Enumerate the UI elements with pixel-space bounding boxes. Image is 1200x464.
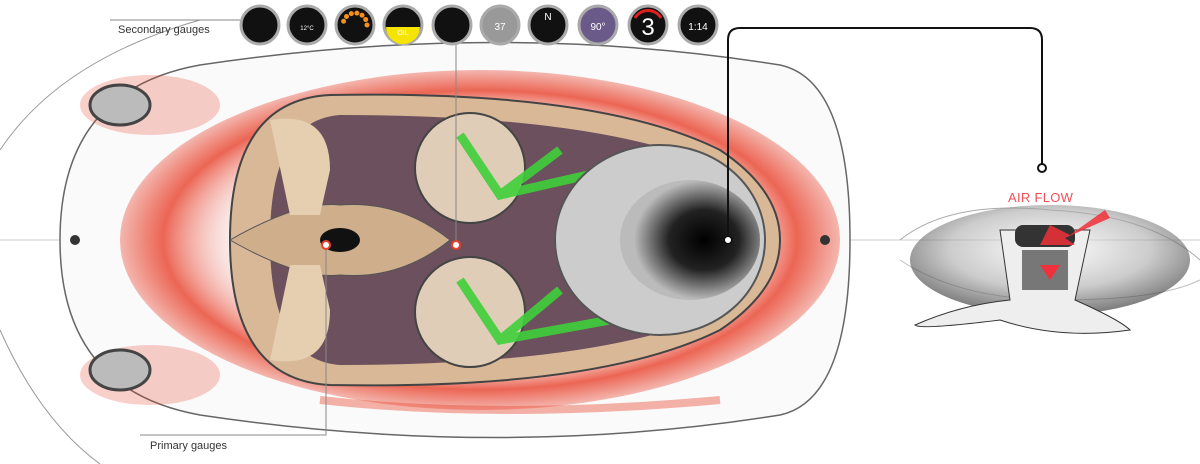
clock-icon: 1:14 [677, 4, 719, 46]
gauge-value: 3 [641, 14, 654, 41]
gauge-value: 37 [494, 22, 506, 33]
speedometer-icon: 37 [479, 4, 521, 46]
air-flow-label: AIR FLOW [1008, 190, 1074, 205]
compass-icon: N [527, 4, 569, 46]
climate-dial-icon: 90° [577, 4, 619, 46]
gauge-value: 1:14 [688, 22, 708, 33]
gauge-value: 12°C [300, 26, 314, 32]
primary-gauges-label: Primary gauges [150, 440, 228, 452]
gauge-value: 90° [590, 22, 605, 33]
air-vent-detail [899, 205, 1200, 334]
gauge-value: OIL [397, 30, 408, 37]
gauge-value: N [544, 12, 551, 23]
gear-indicator-icon: 3 [627, 4, 669, 46]
oil-warning-icon: OIL [382, 4, 424, 46]
oil-level-gauge-icon [239, 4, 281, 46]
secondary-gauges-label: Secondary gauges [118, 24, 210, 36]
tire-pressure-icon [431, 4, 473, 46]
weather-storm-icon: 12°C [286, 4, 328, 46]
fuel-level-icon [334, 4, 376, 46]
